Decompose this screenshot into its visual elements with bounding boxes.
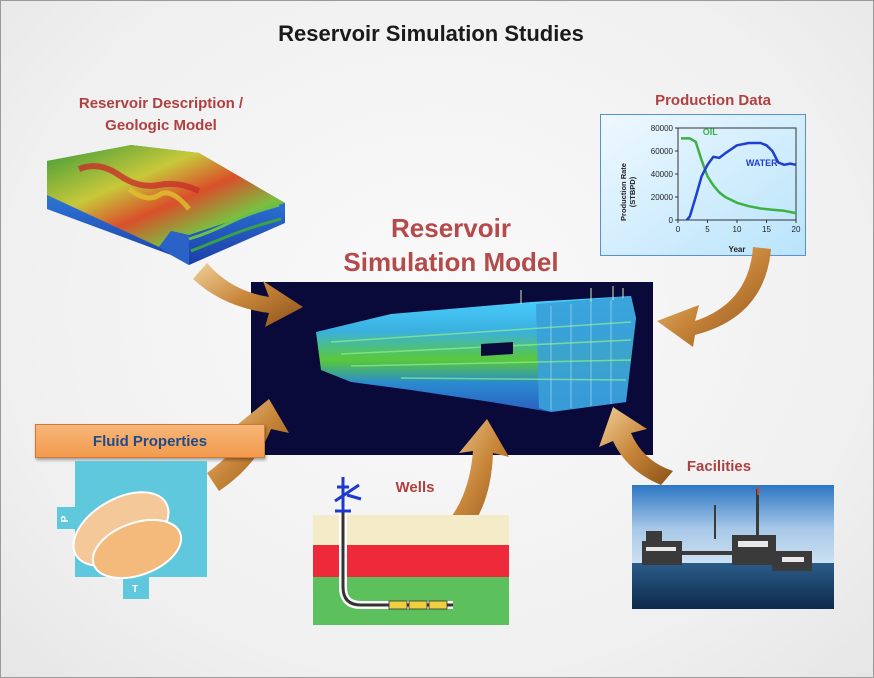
y-tick-label: 0: [669, 216, 674, 225]
x-tick-label: 15: [762, 225, 771, 234]
y-tick-label: 20000: [651, 193, 674, 202]
arrow-production-to-model: [657, 247, 771, 347]
y-tick-label: 40000: [651, 170, 674, 179]
x-tick-label: 20: [792, 225, 801, 234]
t-axis-label: T: [132, 584, 138, 595]
production-ylabel-line2: (STBPD): [628, 176, 637, 207]
x-tick-label: 0: [676, 225, 681, 234]
arrow-facilities-to-model: [599, 407, 673, 485]
y-tick-label: 60000: [651, 147, 674, 156]
offshore-platform-icon: [642, 489, 812, 571]
simulation-model-heading: Reservoir Simulation Model: [301, 211, 601, 279]
facilities-photo: [632, 485, 834, 609]
geologic-model-label: Reservoir Description / Geologic Model: [41, 93, 281, 137]
fluid-properties-label: Fluid Properties: [35, 424, 265, 458]
production-ylabel-line1: Production Rate: [619, 163, 628, 221]
production-chart-background: [600, 114, 806, 256]
fluid-phase-diagram: P T: [57, 461, 207, 599]
wells-diagram: [313, 477, 509, 625]
wellbore: [341, 507, 453, 607]
arrow-wells-to-model: [441, 419, 509, 543]
simulation-heading-line1: Reservoir: [391, 213, 511, 243]
series-label-oil: OIL: [703, 127, 719, 137]
diagram-title: Reservoir Simulation Studies: [278, 21, 584, 46]
production-chart: Production Rate (STBPD) 0 20000 40000 60000…: [600, 114, 806, 256]
geologic-model-image: [47, 145, 285, 265]
geologic-label-line2: Geologic Model: [105, 117, 217, 134]
t-axis-tab: [123, 575, 149, 599]
series-line-oil: [681, 137, 797, 215]
p-axis-label: P: [60, 515, 71, 522]
arrow-geologic-to-model: [193, 263, 303, 327]
wells-label: Wells: [395, 479, 435, 496]
simulation-heading-line2: Simulation Model: [343, 247, 559, 277]
production-xlabel: Year: [729, 245, 746, 254]
series-label-water: WATER: [746, 158, 778, 168]
p-axis-tab: [57, 507, 77, 529]
facilities-label: Facilities: [686, 458, 752, 475]
x-tick-label: 5: [705, 225, 710, 234]
geologic-label-line1: Reservoir Description /: [78, 95, 244, 112]
derrick-icon: [334, 477, 362, 513]
production-data-label: Production Data: [655, 92, 771, 109]
simulation-model-image: [251, 282, 653, 455]
y-tick-label: 80000: [651, 124, 674, 133]
phase-envelope-lower: [91, 518, 183, 580]
series-line-water: [685, 141, 797, 221]
x-tick-label: 10: [733, 225, 742, 234]
